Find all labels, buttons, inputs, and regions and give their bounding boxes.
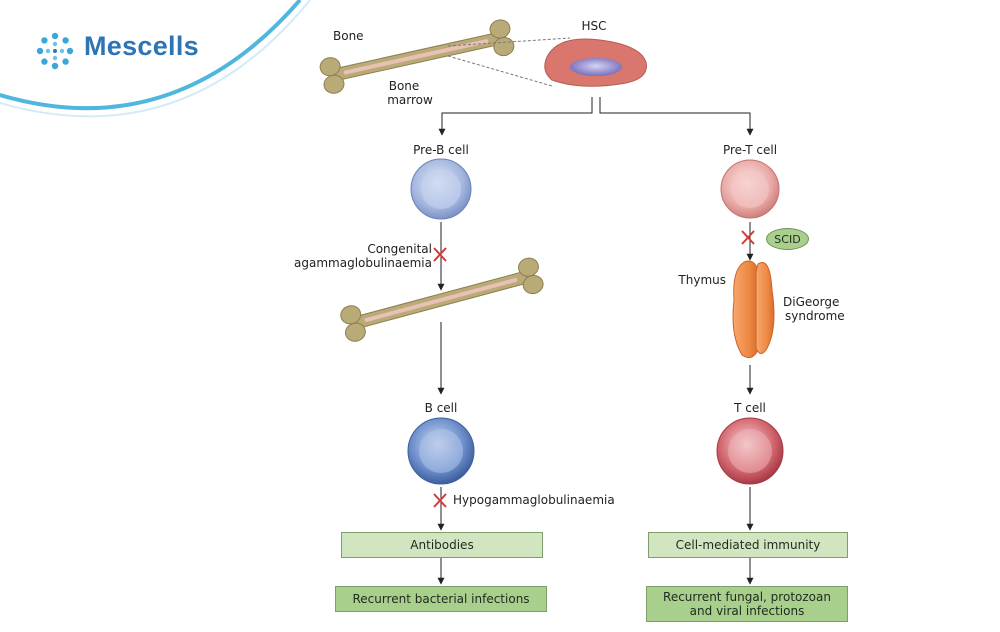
box-bacterial-infections: Recurrent bacterial infections: [335, 586, 547, 612]
label-bone-marrow-2: marrow: [387, 93, 433, 107]
label-t-cell: T cell: [734, 401, 766, 415]
logo-icon: [36, 32, 74, 70]
label-pre-t-cell: Pre-T cell: [722, 143, 778, 157]
box-cell-mediated-immunity: Cell-mediated immunity: [648, 532, 848, 558]
label-congenital-1: Congenital: [367, 242, 432, 256]
label-bone-marrow-1: Bone: [388, 79, 420, 93]
branch-right: [599, 97, 754, 136]
thymus-organ: [732, 260, 775, 359]
label-thymus: Thymus: [678, 273, 726, 287]
branch-left: [438, 97, 593, 136]
label-congenital-2: agammaglobulinaemia: [294, 256, 432, 270]
brand-arc-shade: [0, 0, 311, 118]
label-digeorge-1: DiGeorge: [783, 295, 840, 309]
block-x-scid: [741, 230, 755, 245]
box-fungal-infections: Recurrent fungal, protozoan and viral in…: [646, 586, 848, 622]
brand-name[interactable]: Mescells: [84, 31, 199, 61]
label-b-cell: B cell: [424, 401, 458, 415]
box-antibodies: Antibodies: [341, 532, 543, 558]
label-digeorge-2: syndrome: [785, 309, 845, 323]
pre-b-cell: [410, 158, 472, 220]
zoom-line-bottom: [447, 55, 553, 87]
pre-t-cell: [720, 159, 780, 219]
hsc-cell: [544, 38, 647, 87]
b-cell: [407, 417, 475, 485]
label-hsc: HSC: [581, 19, 607, 33]
bone-middle: [340, 257, 544, 342]
block-x-hypogamma: [433, 493, 447, 508]
label-pre-b-cell: Pre-B cell: [413, 143, 469, 157]
box-fungal-line-2: and viral infections: [689, 604, 805, 618]
label-hypogamma: Hypogammaglobulinaemia: [453, 493, 615, 507]
brand-arc: [0, 0, 302, 111]
block-x-congenital: [433, 247, 447, 262]
box-fungal-line-1: Recurrent fungal, protozoan: [663, 590, 831, 604]
t-cell: [716, 417, 784, 485]
label-bone: Bone: [333, 29, 364, 43]
bone-top: [319, 19, 515, 94]
scid-badge: SCID: [766, 228, 809, 250]
zoom-line-top: [447, 37, 571, 47]
